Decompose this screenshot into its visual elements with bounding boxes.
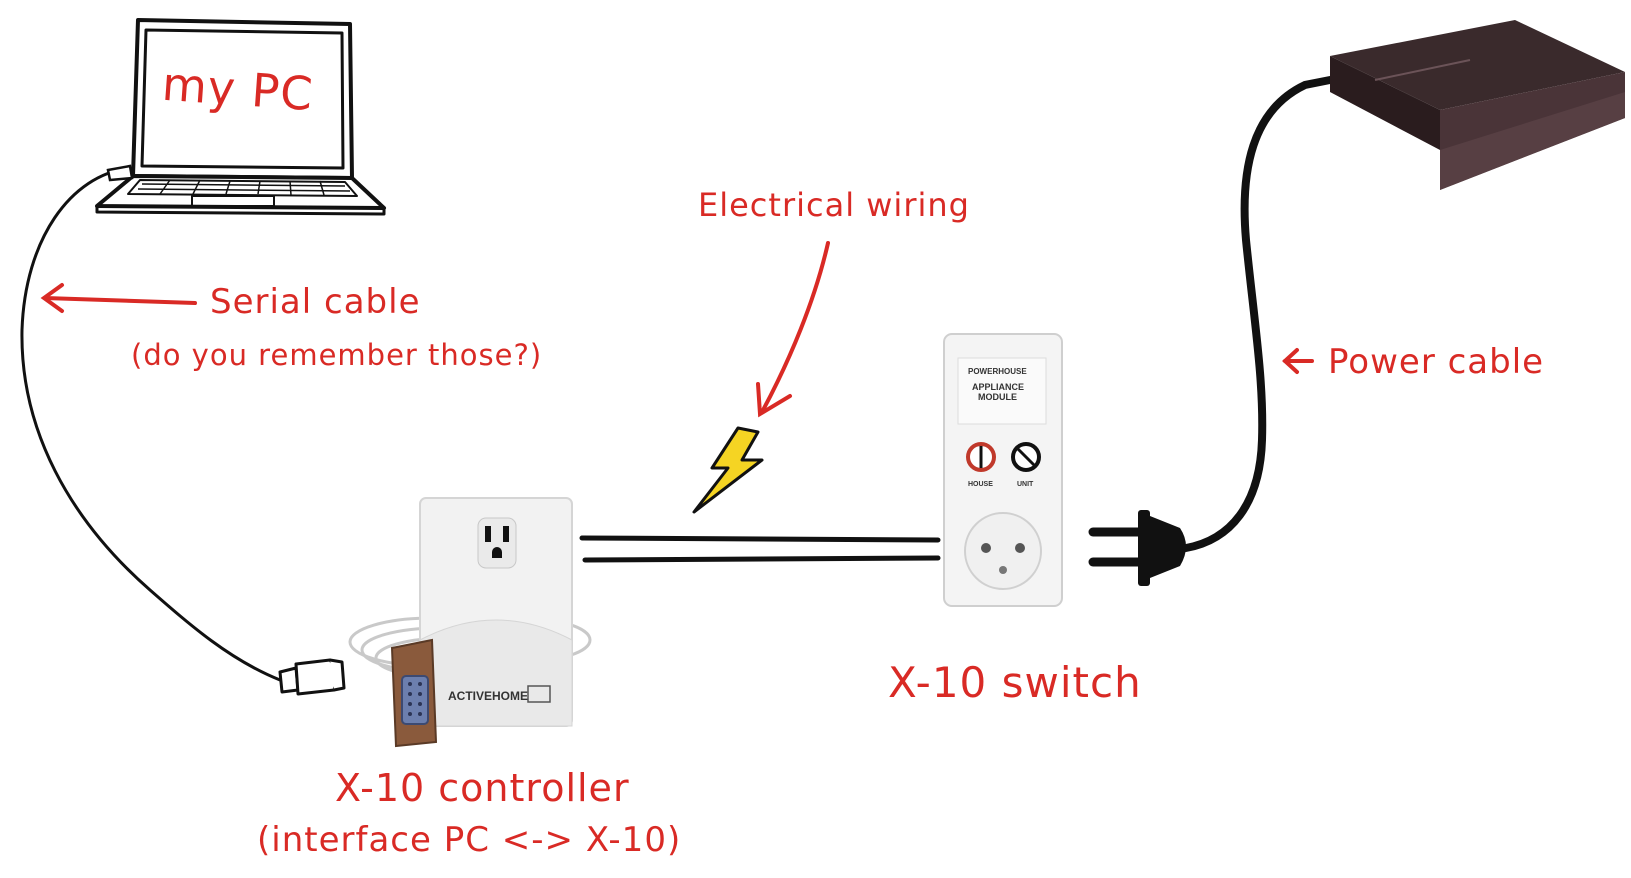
power-plug-icon [1093, 510, 1186, 586]
electrical-wiring-arrow [758, 243, 828, 414]
controller-brand-text: ACTIVEHOME [448, 689, 528, 703]
x10-controller-label: X-10 controller [335, 766, 630, 810]
power-cable-line [1186, 80, 1330, 548]
dial-unit-text: UNIT [1017, 481, 1034, 488]
electrical-wiring-label: Electrical wiring [698, 186, 970, 224]
power-cable-arrow [1285, 350, 1312, 372]
set-top-box-icon [1330, 20, 1625, 190]
serial-plug-icon [280, 660, 344, 694]
x10-switch-label: X-10 switch [888, 658, 1142, 707]
electrical-wiring-lines [582, 538, 938, 560]
pc-label: my PC [160, 57, 315, 121]
module-brand-text: POWERHOUSE [968, 367, 1027, 376]
module-title-1: APPLIANCE [972, 382, 1024, 392]
dial-house-text: HOUSE [968, 481, 993, 488]
lightning-bolt-icon [694, 428, 762, 512]
serial-cable-note: (do you remember those?) [131, 338, 542, 372]
serial-cable-label: Serial cable [210, 282, 421, 322]
x10-switch-device: POWERHOUSE APPLIANCE MODULE HOUSE UNIT [944, 334, 1062, 606]
laptop-icon [97, 20, 384, 214]
module-title-2: MODULE [978, 392, 1017, 402]
power-cable-label: Power cable [1328, 342, 1544, 382]
x10-controller-note: (interface PC <-> X-10) [257, 820, 681, 860]
serial-cable-arrow [44, 285, 195, 311]
serial-cable-line [22, 166, 280, 680]
x10-controller-device: ACTIVEHOME [350, 498, 590, 746]
